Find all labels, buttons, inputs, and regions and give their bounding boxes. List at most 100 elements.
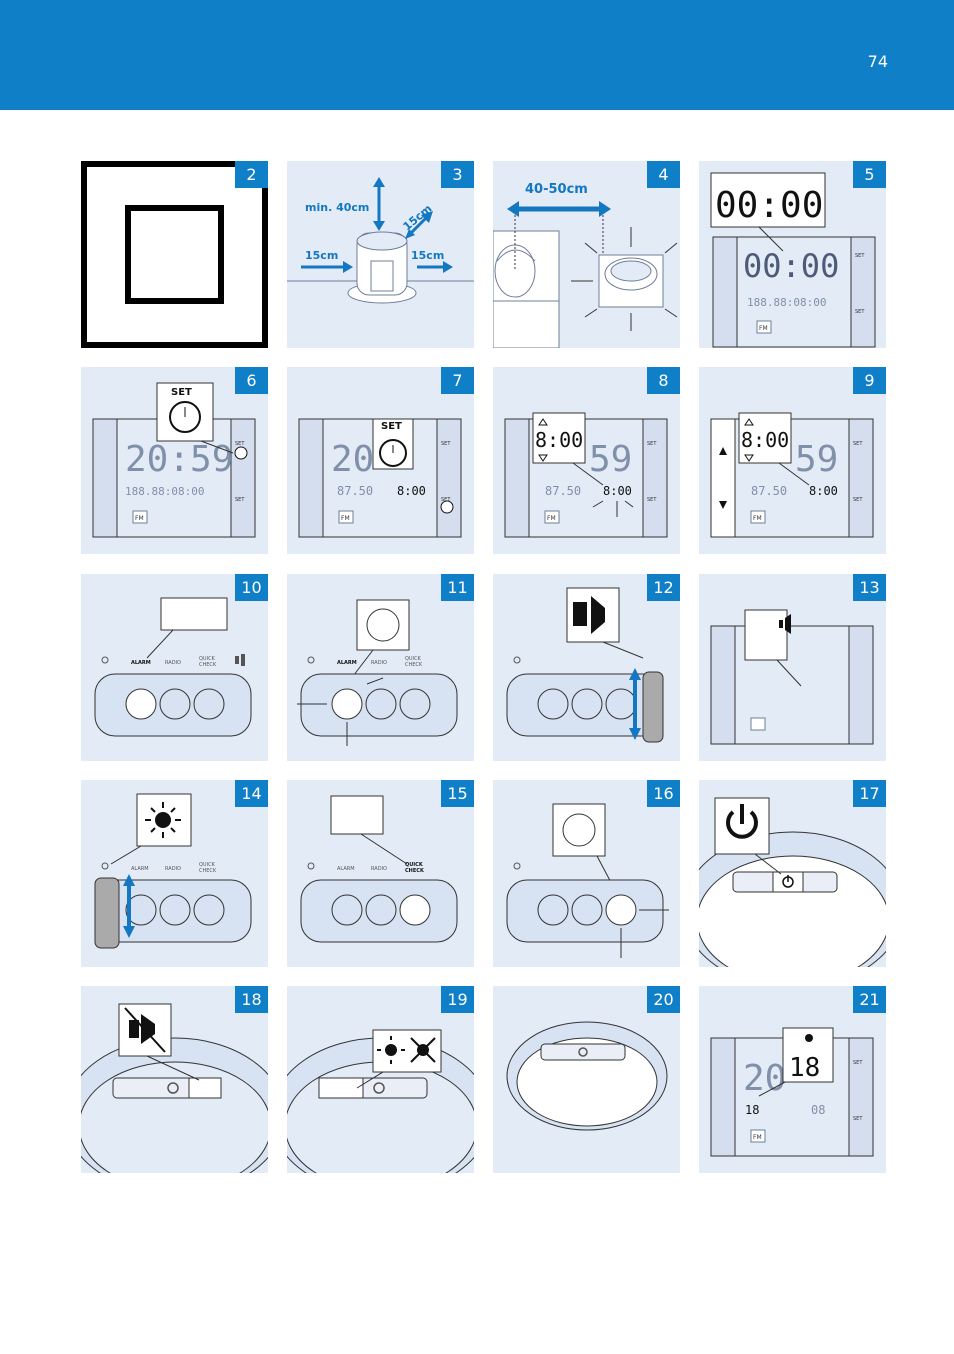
top-buttons-diagram: ALARM RADIO QUICK CHECK [94, 597, 252, 737]
figure-number: 21 [853, 986, 886, 1013]
set-label-1: SET [441, 441, 451, 447]
set-label-1: SET [647, 441, 657, 447]
figure-10: ALARM RADIO QUICK CHECK 10 [81, 574, 268, 761]
lcd-small-right: 08 [811, 1103, 825, 1117]
figure-17: 17 [699, 780, 886, 967]
lcd-small-left: 18 [745, 1103, 759, 1117]
figure-9: 59 87.50 8:00 SET SET FM 8:00 9 [699, 367, 886, 554]
radio-frequency: 87.50 [751, 484, 787, 498]
top-view-diagram [506, 1021, 668, 1131]
lcd-time: 20 [743, 1058, 786, 1099]
top-buttons-diagram [506, 803, 669, 958]
figure-20: 20 [493, 986, 680, 1173]
figure-3: min. 40cm 15cm 15cm 15cm 3 [287, 161, 474, 348]
set-label-2: SET [235, 497, 245, 503]
lcd-display-diagram: 20 18 08 SET SET FM 18 [710, 1027, 874, 1157]
set-label-1: SET [853, 441, 863, 447]
lcd-display-diagram: 00:00 188.88:08:00 SET SET FM 00:00 [710, 172, 876, 348]
alarm-label: ALARM [131, 866, 149, 872]
set-label-2: SET [855, 309, 865, 315]
figure-number: 17 [853, 780, 886, 807]
lcd-time: 59 [795, 439, 838, 480]
fm-label: FM [341, 515, 350, 522]
alarm-label: ALARM [131, 660, 151, 666]
figure-15: ALARM RADIO QUICK CHECK 15 [287, 780, 474, 967]
figure-5: 00:00 188.88:08:00 SET SET FM 00:00 5 [699, 161, 886, 348]
figure-number: 11 [441, 574, 474, 601]
quick-label: QUICK [199, 862, 216, 868]
figure-number: 16 [647, 780, 680, 807]
figure-number: 3 [441, 161, 474, 188]
top-buttons-diagram [506, 587, 664, 743]
figure-number: 20 [647, 986, 680, 1013]
bed-distance-diagram: 40-50cm [493, 182, 678, 348]
radio-frequency: 87.50 [545, 484, 581, 498]
quick-label: QUICK [405, 656, 422, 662]
fm-label: FM [135, 515, 144, 522]
lcd-time: 20 [331, 439, 374, 480]
figure-number: 6 [235, 367, 268, 394]
check-label: CHECK [199, 868, 217, 874]
figure-number: 5 [853, 161, 886, 188]
set-label-1: SET [855, 253, 865, 259]
set-label-1: SET [853, 1060, 863, 1066]
figure-21: 20 18 08 SET SET FM 18 21 [699, 986, 886, 1173]
alarm-time: 8:00 [603, 484, 632, 498]
figure-4: 40-50cm 4 [493, 161, 680, 348]
radio-label: RADIO [165, 866, 181, 872]
callout-time: 8:00 [535, 428, 583, 452]
figure-number: 19 [441, 986, 474, 1013]
top-view-diagram [287, 1029, 474, 1173]
lcd-time: 59 [589, 439, 632, 480]
check-label: CHECK [405, 868, 425, 874]
figure-13: 13 [699, 574, 886, 761]
lcd-display-diagram: 20 87.50 8:00 SET SET FM SET [298, 418, 462, 538]
alarm-time: 8:00 [397, 484, 426, 498]
figure-16: 16 [493, 780, 680, 967]
figure-number: 9 [853, 367, 886, 394]
figure-number: 14 [235, 780, 268, 807]
figure-number: 4 [647, 161, 680, 188]
radio-label: RADIO [371, 866, 387, 872]
distance-label: 40-50cm [525, 182, 588, 197]
set-label-2: SET [441, 497, 451, 503]
figure-number: 2 [235, 161, 268, 188]
quick-label: QUICK [199, 656, 216, 662]
quick-label: QUICK [405, 862, 424, 868]
lcd-small-digits: 188.88:08:00 [747, 296, 826, 309]
figure-12: 12 [493, 574, 680, 761]
set-label-2: SET [853, 1116, 863, 1122]
page-number: 74 [867, 52, 888, 71]
figure-number: 8 [647, 367, 680, 394]
figure-2: 2 [81, 161, 268, 348]
lcd-small-digits: 188.88:08:00 [125, 485, 204, 498]
double-insulation-icon [81, 161, 268, 348]
fm-label: FM [759, 325, 768, 332]
lcd-display-diagram: 59 87.50 8:00 SET SET FM 8:00 [504, 412, 668, 538]
alarm-time: 8:00 [809, 484, 838, 498]
radio-label: RADIO [165, 660, 181, 666]
callout-set-label: SET [171, 387, 192, 398]
alarm-label: ALARM [337, 660, 357, 666]
fm-label: FM [753, 1134, 762, 1141]
lcd-display-diagram: 59 87.50 8:00 SET SET FM 8:00 [710, 412, 874, 538]
top-buttons-diagram: ALARM RADIO QUICK CHECK [297, 599, 458, 746]
figure-number: 7 [441, 367, 474, 394]
lcd-time: 00:00 [743, 247, 839, 285]
figure-6: 20:59 188.88:08:00 SET SET FM SET 6 [81, 367, 268, 554]
callout-value: 18 [789, 1053, 820, 1083]
lcd-display-diagram [710, 609, 874, 745]
left-distance-label: 15cm [305, 249, 338, 262]
figure-number: 15 [441, 780, 474, 807]
figure-8: 59 87.50 8:00 SET SET FM 8:00 8 [493, 367, 680, 554]
callout-set-label: SET [381, 421, 402, 432]
top-buttons-diagram: ALARM RADIO QUICK CHECK [94, 793, 252, 949]
top-view-diagram [81, 1003, 268, 1173]
figure-18: 18 [81, 986, 268, 1173]
check-label: CHECK [199, 662, 217, 668]
figure-7: 20 87.50 8:00 SET SET FM SET 7 [287, 367, 474, 554]
check-label: CHECK [405, 662, 423, 668]
set-label-1: SET [235, 441, 245, 447]
figure-number: 18 [235, 986, 268, 1013]
min-distance-label: min. 40cm [305, 201, 369, 214]
